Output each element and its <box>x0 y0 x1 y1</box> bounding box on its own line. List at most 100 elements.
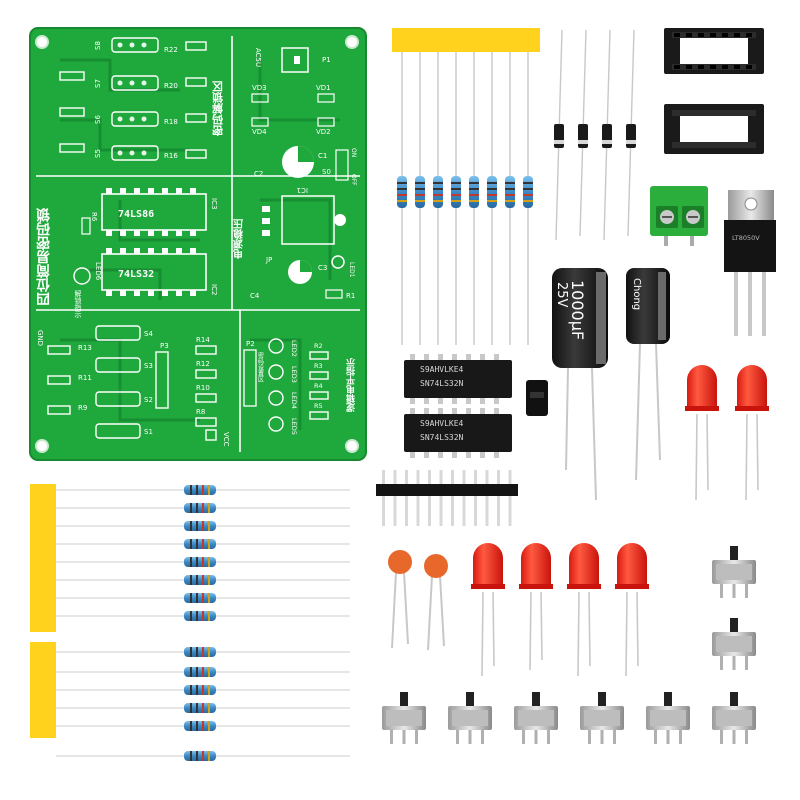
pcb-section-logic: 逻辑电平指示 <box>346 357 358 412</box>
pcb-label-p1: P1 <box>322 56 331 64</box>
pcb-label-c2: C2 <box>254 170 263 178</box>
pcb-label-unlock: 解锁指示 <box>74 289 82 318</box>
resistor-strip-left-lower <box>30 642 56 738</box>
pcb-label-vd4: VD4 <box>252 128 267 136</box>
red-led <box>519 543 553 671</box>
pcb-label-on: ON <box>350 148 357 157</box>
resistor-vertical <box>505 52 515 345</box>
pcb-label-c1: C1 <box>318 152 327 160</box>
pcb-label-off: OFF <box>350 174 357 186</box>
dip-chip-1: S9AHVLKE4 SN74LS32N <box>404 354 512 404</box>
red-led <box>615 543 649 677</box>
switch-pads-top <box>59 37 207 161</box>
ic-footprints: 74LS86 74LS32 IC3 IC2 <box>101 188 218 296</box>
chip1-text: SN74LS32N <box>420 379 464 388</box>
resistor-vertical <box>451 52 461 345</box>
red-leds <box>471 365 769 677</box>
resistor-horizontal <box>56 557 350 567</box>
resistor-horizontal <box>56 593 350 603</box>
ic-socket-bottom <box>664 104 764 154</box>
resistor-strip-left-upper <box>30 484 56 632</box>
pcb-section-switch: 密码设置区 <box>257 351 264 382</box>
ic-socket-top <box>664 28 764 74</box>
pcb-label-r11: R11 <box>78 374 92 382</box>
cap-large-value: 1000μF <box>568 280 587 340</box>
jumper-cap <box>526 380 548 416</box>
led-indicator-section: P2 密码设置区 LED2 LED3 LED4 LED5 R2 R3 R4 <box>243 338 358 435</box>
pcb-label-ic2: IC2 <box>210 284 218 295</box>
resistor-vertical <box>415 52 425 345</box>
voltage-regulator: LT8050V <box>724 190 776 336</box>
pcb-label-jp: JP <box>265 256 272 264</box>
dip-chip-2: S9AHVLKE4 SN74LS32N <box>404 408 512 458</box>
red-led <box>735 365 769 501</box>
slide-switch <box>382 692 426 744</box>
electrolytic-capacitor-large: 1000μF 25V <box>552 268 608 501</box>
pcb-label-s0: S0 <box>322 168 331 176</box>
pcb-label-gnd: GND <box>36 330 44 346</box>
pcb-label-led3: LED3 <box>290 366 298 383</box>
resistor-vertical <box>487 52 497 345</box>
resistor-horizontal <box>56 647 350 657</box>
pcb-label-led4: LED4 <box>290 392 298 409</box>
pcb-title-main: 四位简易密码锁 <box>35 207 52 306</box>
pcb-label-r5: R5 <box>314 402 323 410</box>
resistor-horizontal <box>56 685 350 695</box>
pcb-label-s4: S4 <box>144 330 153 338</box>
resistor-vertical <box>469 52 479 345</box>
resistor-horizontal <box>56 539 350 549</box>
pcb-label-p3: P3 <box>160 342 169 350</box>
red-led <box>685 365 719 501</box>
resistor-horizontal <box>56 703 350 713</box>
resistor-horizontal <box>56 611 350 621</box>
slide-switch <box>712 618 756 670</box>
pcb-board: S8 S7 S6 S5 R22 R20 R18 R16 TJ-56-221 密码… <box>29 27 367 461</box>
diode <box>554 29 564 241</box>
pcb-label-led2: LED2 <box>290 340 298 357</box>
pcb-label-r16: R16 <box>164 152 178 160</box>
pin-header <box>376 470 518 526</box>
resistor-horizontal <box>56 667 350 677</box>
resistor-vertical <box>433 52 443 345</box>
chip2-text: SN74LS32N <box>420 433 464 442</box>
pcb-label-r1: R1 <box>346 292 355 300</box>
pcb-label-ic1: IC1 <box>297 186 308 194</box>
chip1-code: S9AHVLKE4 <box>420 365 464 374</box>
pcb-label-vcc: VCC <box>222 432 230 447</box>
pcb-label-c3: C3 <box>318 264 327 272</box>
chip2-code: S9AHVLKE4 <box>420 419 464 428</box>
slide-switch <box>646 692 690 744</box>
pcb-ic-74ls86: 74LS86 <box>118 209 154 220</box>
slide-switches <box>382 546 756 744</box>
slide-switch <box>712 692 756 744</box>
pcb-label-r14: R14 <box>196 336 210 344</box>
electrolytic-capacitor-small: Chong <box>626 268 670 481</box>
pcb-label-acsu: AC5U <box>254 48 262 67</box>
red-led <box>471 543 505 677</box>
resistor-vertical <box>523 52 533 345</box>
pcb-label-r2: R2 <box>314 342 323 350</box>
pcb-label-ic3: IC3 <box>210 198 218 209</box>
pcb-section-decode: 密码解锁区 <box>212 80 225 137</box>
pcb-label-s8: S8 <box>94 41 102 50</box>
switch-pads-bottom <box>47 325 217 439</box>
pcb-label-s5: S5 <box>94 149 102 158</box>
cap-small-brand: Chong <box>631 278 642 310</box>
pcb-label-c4: C4 <box>250 292 260 300</box>
pcb-label-r12: R12 <box>196 360 210 368</box>
resistor-strip-top <box>392 28 540 345</box>
regulator-model: LT8050V <box>732 234 760 242</box>
resistor-horizontal <box>56 521 350 531</box>
pcb-label-r4: R4 <box>314 382 323 390</box>
pcb-label-r13: R13 <box>78 344 92 352</box>
diode <box>626 29 636 237</box>
pcb-label-r3: R3 <box>314 362 323 370</box>
slide-switch <box>580 692 624 744</box>
pcb-label-s7: S7 <box>94 79 102 88</box>
pcb-label-r10: R10 <box>196 384 210 392</box>
ceramic-capacitors <box>388 550 448 651</box>
pcb-section-power: 电源稳压 <box>234 218 246 260</box>
pcb-label-p2: P2 <box>246 340 255 348</box>
pcb-label-led6: LED6 <box>94 262 102 281</box>
